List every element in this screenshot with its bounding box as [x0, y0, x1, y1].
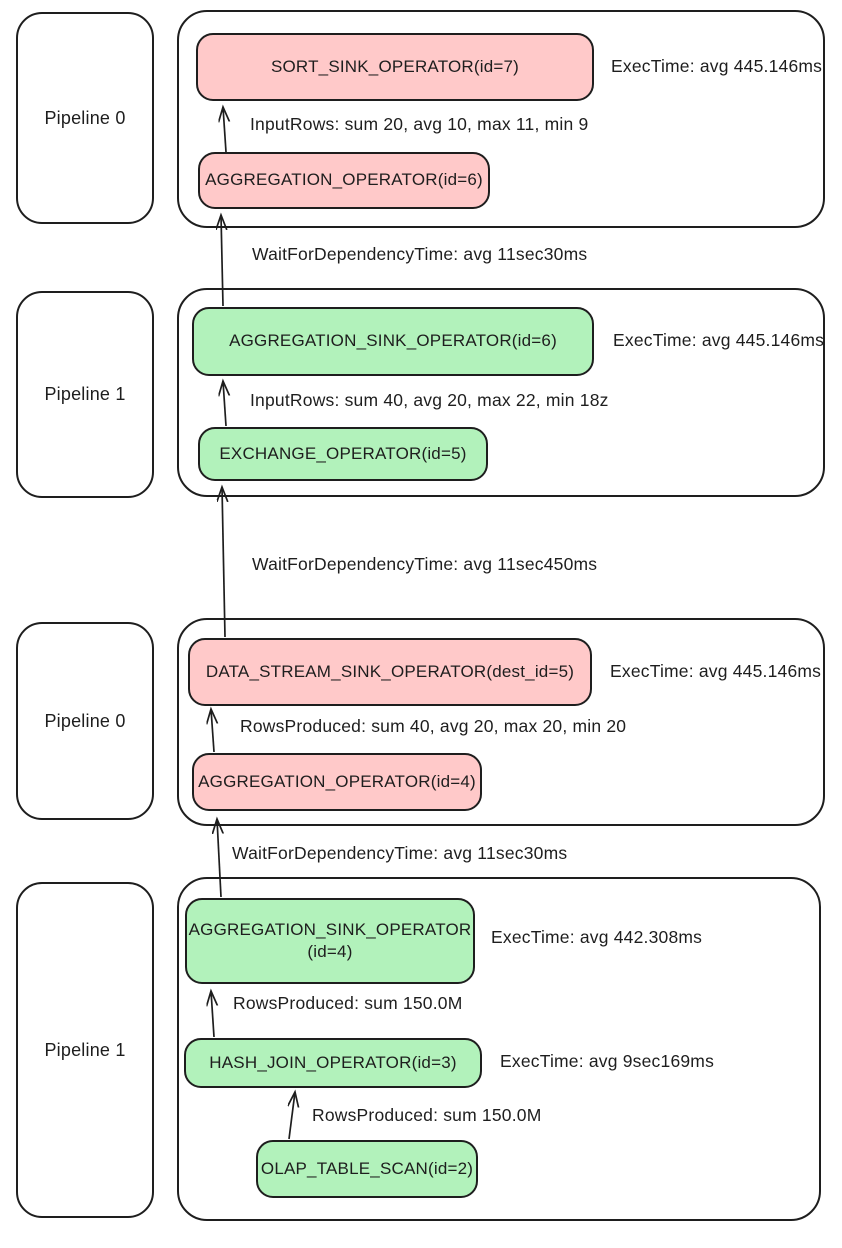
pipeline-box-3: Pipeline 1: [16, 882, 154, 1218]
pipeline-label: Pipeline 0: [44, 107, 126, 128]
operator-node-aggregation-6: AGGREGATION_OPERATOR(id=6): [198, 152, 490, 209]
pipeline-label: Pipeline 1: [44, 1039, 126, 1060]
operator-label: AGGREGATION_SINK_OPERATOR(id=6): [229, 331, 557, 351]
wait-dependency-label: WaitForDependencyTime: avg 11sec30ms: [232, 843, 568, 863]
pipeline-label: Pipeline 1: [44, 384, 126, 404]
pipeline-box-0: Pipeline 0: [16, 12, 154, 224]
pipeline-box-1: Pipeline 1: [16, 291, 154, 498]
section-box-3: [177, 877, 821, 1221]
operator-label: HASH_JOIN_OPERATOR(id=3): [209, 1052, 457, 1072]
operator-label: AGGREGATION_OPERATOR(id=4): [198, 771, 476, 791]
section-box-2: [177, 618, 825, 826]
metric-label: ExecTime: avg 445.146ms: [613, 330, 825, 350]
operator-node-aggregation-4: AGGREGATION_OPERATOR(id=4): [192, 753, 482, 811]
wait-dependency-label: WaitForDependencyTime: avg 11sec450ms: [252, 554, 598, 574]
edge-label: RowsProduced: sum 150.0M: [233, 993, 463, 1013]
operator-node-aggregation-sink-4: AGGREGATION_SINK_OPERATOR (id=4): [185, 898, 475, 984]
pipeline-box-2: Pipeline 0: [16, 622, 154, 820]
operator-node-sort-sink-7: SORT_SINK_OPERATOR(id=7): [196, 33, 594, 101]
operator-node-data-stream-sink-5: DATA_STREAM_SINK_OPERATOR(dest_id=5): [188, 638, 592, 706]
operator-label: OLAP_TABLE_SCAN(id=2): [260, 1158, 474, 1178]
operator-node-hash-join-3: HASH_JOIN_OPERATOR(id=3): [184, 1038, 482, 1088]
metric-label: ExecTime: avg 445.146ms: [610, 661, 822, 681]
arrow-datastream5-to-exchange5: [222, 487, 225, 638]
operator-label: AGGREGATION_OPERATOR(id=6): [205, 170, 483, 190]
pipeline-label: Pipeline 0: [44, 710, 126, 731]
section-box-1: [177, 288, 825, 497]
operator-label-line2: (id=4): [307, 942, 353, 961]
wait-dependency-label: WaitForDependencyTime: avg 11sec30ms: [252, 244, 588, 264]
edge-label: InputRows: sum 20, avg 10, max 11, min 9: [250, 114, 589, 134]
metric-label: ExecTime: avg 442.308ms: [491, 927, 703, 947]
operator-label: AGGREGATION_SINK_OPERATOR: [188, 919, 472, 939]
operator-node-aggregation-sink-6: AGGREGATION_SINK_OPERATOR(id=6): [192, 307, 594, 376]
edge-label: RowsProduced: sum 40, avg 20, max 20, mi…: [240, 716, 627, 736]
metric-label: ExecTime: avg 445.146ms: [611, 56, 823, 76]
operator-label: SORT_SINK_OPERATOR(id=7): [270, 56, 520, 76]
edge-label: RowsProduced: sum 150.0M: [312, 1105, 542, 1125]
operator-label: EXCHANGE_OPERATOR(id=5): [219, 443, 467, 463]
operator-node-olap-table-scan-2: OLAP_TABLE_SCAN(id=2): [256, 1140, 478, 1198]
operator-label: DATA_STREAM_SINK_OPERATOR(dest_id=5): [205, 661, 575, 681]
metric-label: ExecTime: avg 9sec169ms: [500, 1051, 715, 1071]
edge-label: InputRows: sum 40, avg 20, max 22, min 1…: [250, 390, 609, 410]
operator-node-exchange-5: EXCHANGE_OPERATOR(id=5): [198, 427, 488, 481]
section-box-0: [177, 10, 825, 228]
